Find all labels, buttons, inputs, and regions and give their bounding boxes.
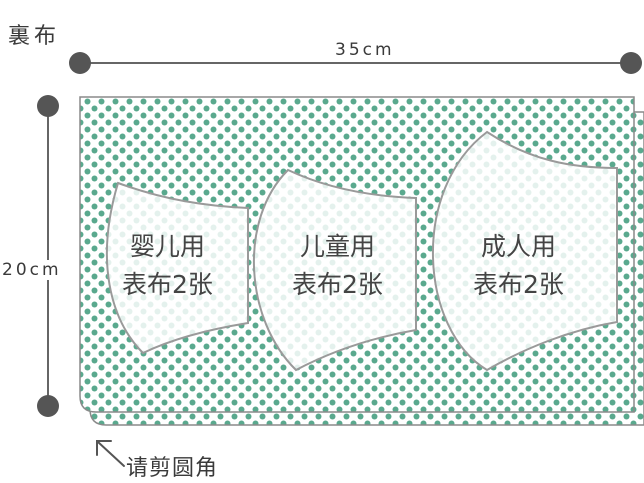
piece-label-line2: 表布2张 xyxy=(292,270,383,299)
mask-piece-baby xyxy=(105,181,249,355)
piece-label-line1: 婴儿用 xyxy=(129,232,205,261)
piece-label-child: 儿童用 表布2张 xyxy=(292,228,383,304)
piece-label-line1: 儿童用 xyxy=(299,232,375,261)
height-dimension-top-dot xyxy=(37,95,59,117)
piece-label-line2: 表布2张 xyxy=(122,270,213,299)
width-dimension-start-dot xyxy=(69,52,91,74)
mask-piece-child xyxy=(253,168,417,372)
width-label: 35cm xyxy=(335,40,395,60)
mask-piece-adult xyxy=(432,130,618,372)
piece-label-adult: 成人用 表布2张 xyxy=(473,228,564,304)
fabric-title: 裏布 xyxy=(8,24,61,49)
piece-label-line2: 表布2张 xyxy=(473,270,564,299)
height-dimension-bottom-dot xyxy=(37,395,59,417)
arrow-icon xyxy=(96,440,125,467)
piece-label-line1: 成人用 xyxy=(480,232,556,261)
piece-label-baby: 婴儿用 表布2张 xyxy=(122,228,213,304)
corner-note: 请剪圆角 xyxy=(126,456,219,481)
width-dimension-end-dot xyxy=(620,52,642,74)
height-label: 20cm xyxy=(2,260,62,280)
